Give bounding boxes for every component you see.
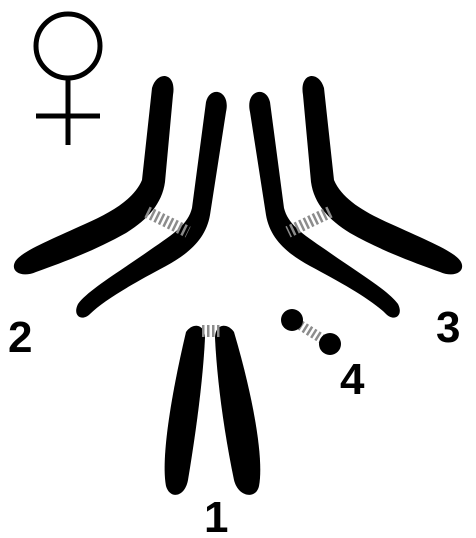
chromosome-pair-1 bbox=[165, 326, 261, 495]
chromosome-pair-3 bbox=[249, 76, 462, 318]
label-pair-3: 3 bbox=[436, 303, 460, 352]
chromosome-pair-4 bbox=[281, 309, 341, 355]
chromosome-3a bbox=[302, 76, 462, 274]
chromosome-4b bbox=[319, 333, 341, 355]
chromosome-4a bbox=[281, 309, 303, 331]
label-pair-4: 4 bbox=[340, 355, 365, 404]
label-pair-2: 2 bbox=[8, 313, 32, 362]
female-symbol-icon bbox=[36, 14, 100, 145]
chromosome-pair-2 bbox=[14, 76, 227, 318]
chromosome-1a bbox=[165, 326, 205, 495]
label-pair-1: 1 bbox=[204, 493, 228, 538]
centromere-connector-4 bbox=[300, 325, 324, 340]
chromosome-1b bbox=[215, 326, 260, 495]
chromosome-2a bbox=[14, 76, 174, 274]
